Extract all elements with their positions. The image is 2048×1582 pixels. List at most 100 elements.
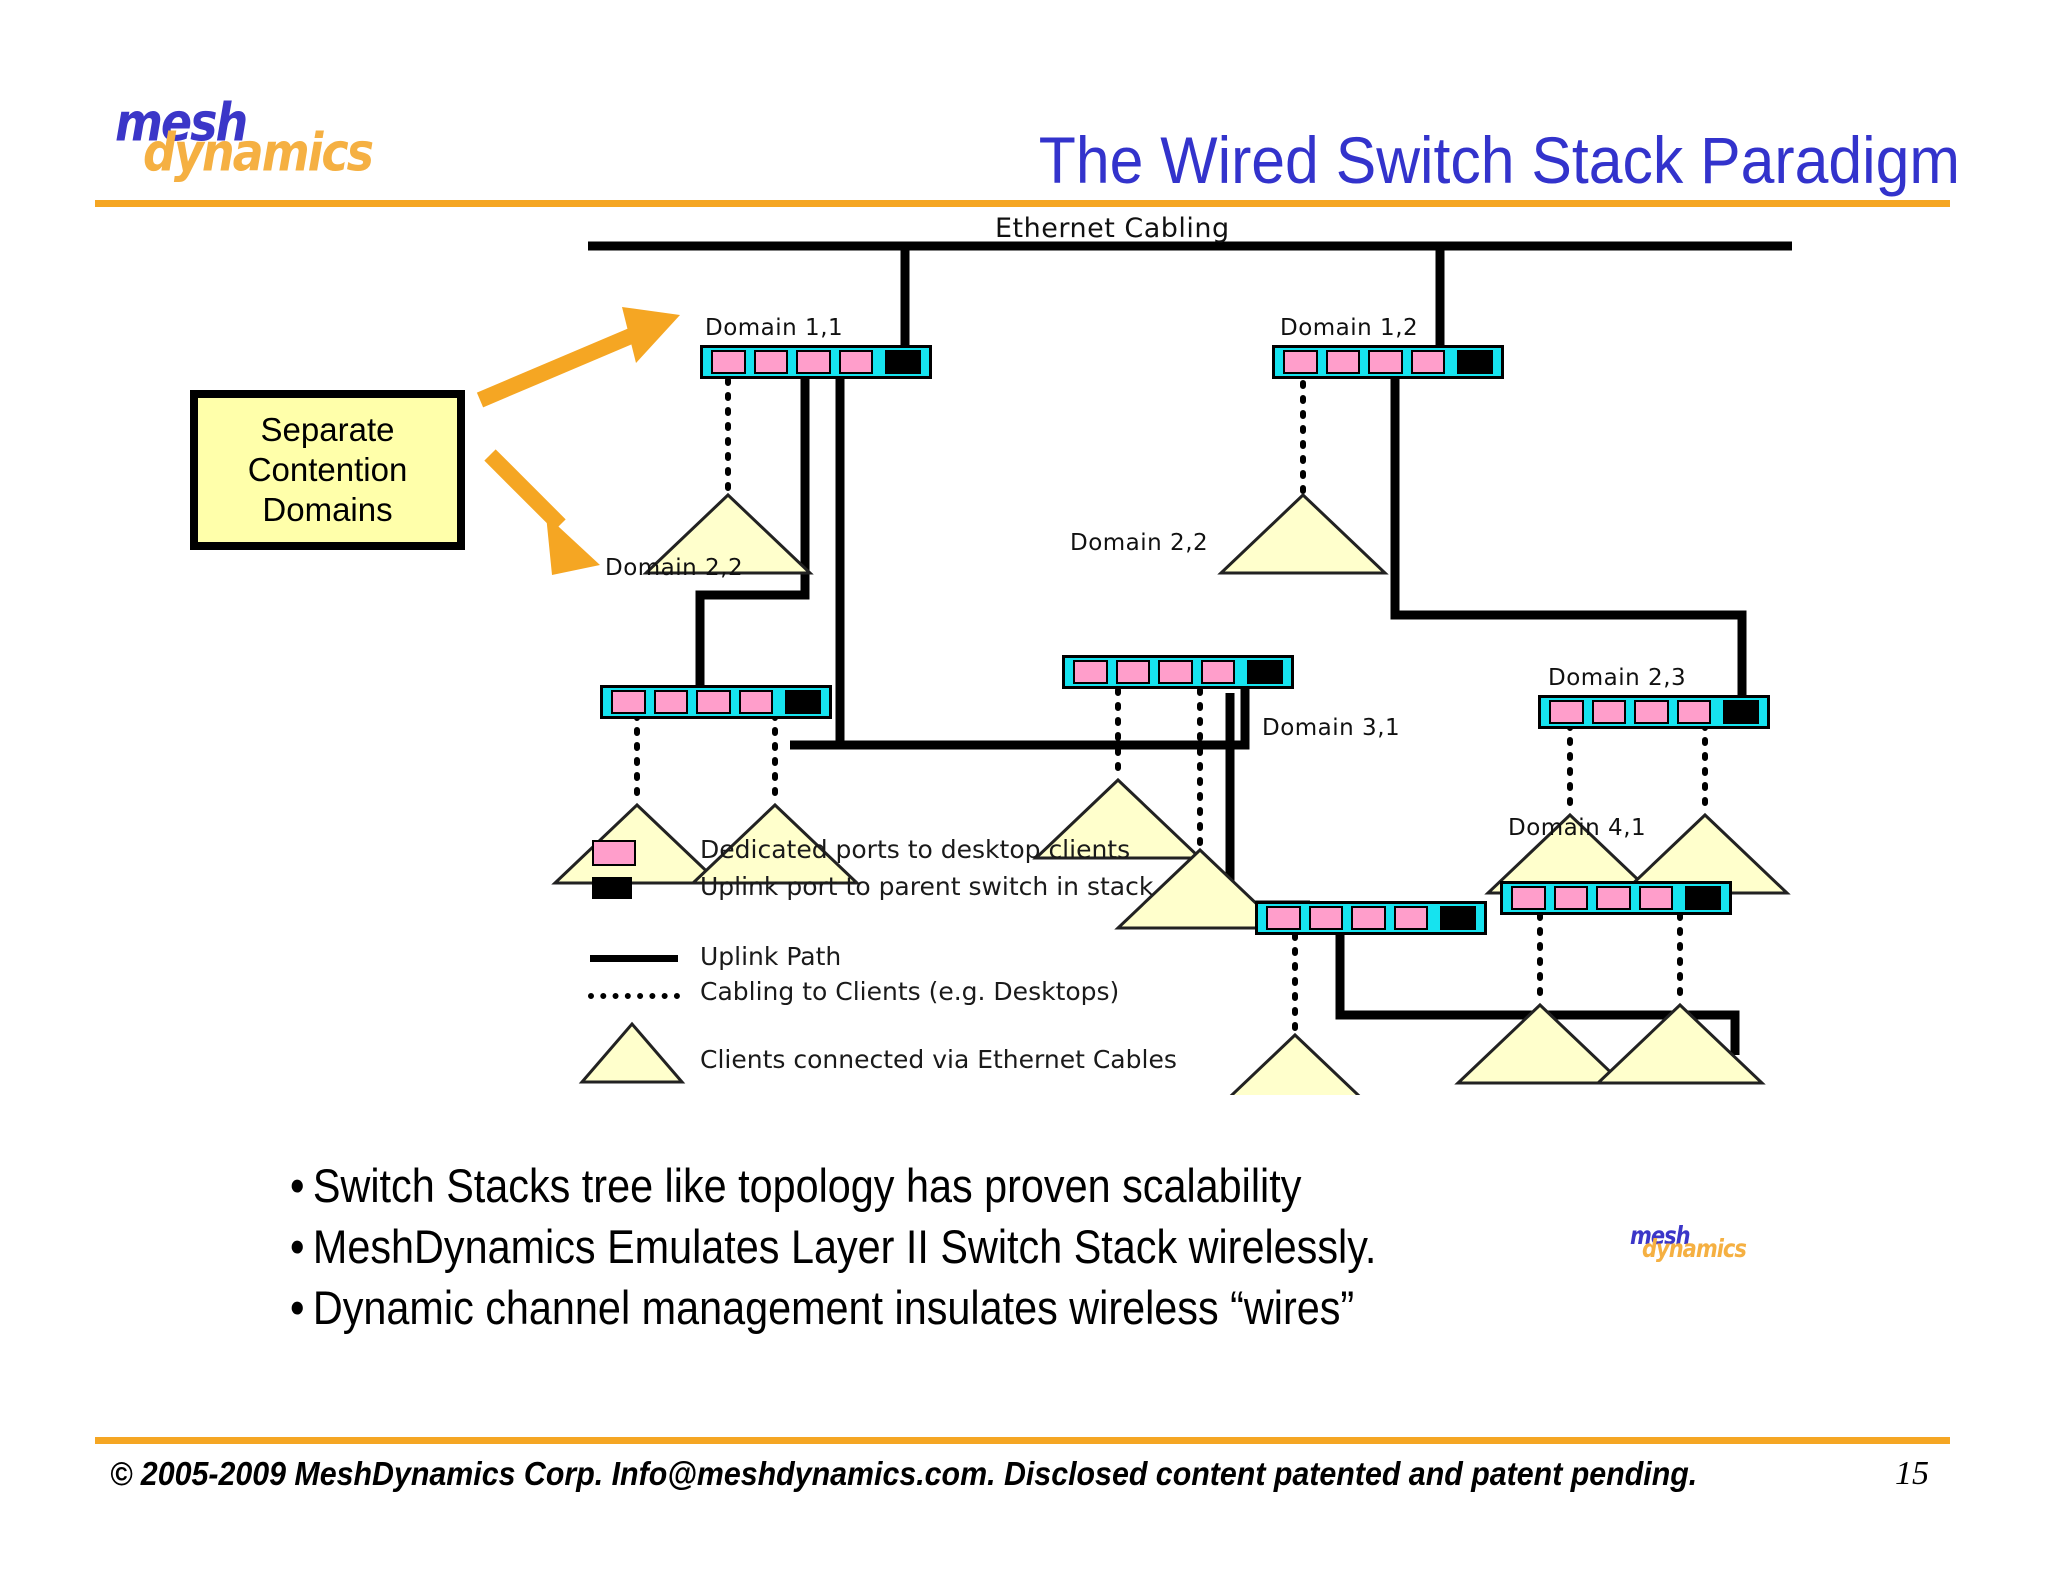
legend-label-dedicated-ports: Dedicated ports to desktop clients <box>700 835 1131 864</box>
bullet-marker: • <box>290 1159 305 1212</box>
uplink-port <box>885 350 921 374</box>
client-triangle <box>689 802 861 885</box>
uplink-d12-to-d23 <box>1390 375 1747 700</box>
client-port <box>1325 350 1361 374</box>
callout-line-1: Separate <box>260 410 395 448</box>
bullet-marker: • <box>290 1281 305 1335</box>
client-port <box>1200 660 1236 684</box>
client-triangle <box>1229 1032 1361 1095</box>
client-port <box>1634 700 1669 724</box>
legend-label-client-cabling: Cabling to Clients (e.g. Desktops) <box>700 977 1120 1006</box>
label-domain-1-2: Domain 1,2 <box>1280 315 1419 341</box>
client-triangle <box>1454 1002 1626 1085</box>
client-port <box>1158 660 1193 684</box>
client-port <box>1553 886 1589 910</box>
client-triangle <box>1114 847 1286 930</box>
label-domain-2-2-left: Domain 2,2 <box>605 555 744 581</box>
triangle-swatch <box>578 1021 686 1084</box>
dotted-line-swatch <box>588 993 680 999</box>
switch-domain-3-1[interactable] <box>1255 901 1487 935</box>
pink-port-swatch <box>592 840 636 866</box>
label-domain-3-1: Domain 3,1 <box>1262 715 1401 741</box>
client-port <box>1266 906 1301 930</box>
client-port <box>1073 660 1108 684</box>
arrow-shaft-upper <box>476 322 649 408</box>
footer-divider-rule <box>95 1437 1950 1444</box>
page-number: 15 <box>1895 1455 1929 1492</box>
callout-line-3: Domains <box>262 491 393 529</box>
client-port <box>1393 906 1429 930</box>
client-port <box>1308 906 1344 930</box>
legend-label-uplink-path: Uplink Path <box>700 942 842 971</box>
logo-text-dynamics: dynamics <box>143 121 374 184</box>
diagram-legend: Dedicated ports to desktop clients Uplin… <box>0 215 2048 1095</box>
corner-logo-text-mesh: mesh <box>1630 1221 1691 1250</box>
logo-text-mesh: mesh <box>115 91 248 154</box>
bullet-list: •Switch Stacks tree like topology has pr… <box>290 1155 1790 1338</box>
client-port <box>1511 886 1546 910</box>
client-port <box>1351 906 1386 930</box>
uplink-d11-to-d22center <box>840 680 1250 750</box>
bullet-text: Dynamic channel management insulates wir… <box>312 1281 1355 1335</box>
client-port <box>838 350 874 374</box>
uplink-path-group <box>588 241 1792 1055</box>
callout-line-2: Contention <box>247 450 408 488</box>
client-port <box>611 690 646 714</box>
client-port <box>1283 350 1318 374</box>
uplink-port <box>1457 350 1493 374</box>
arrow-head-lower <box>546 515 600 575</box>
switch-domain-1-2[interactable] <box>1272 345 1504 379</box>
client-port <box>796 350 831 374</box>
diagram-corner-logo: mesh dynamics <box>1630 1221 1760 1267</box>
client-port <box>1368 350 1403 374</box>
client-triangle <box>1032 777 1204 860</box>
header-divider-rule <box>95 200 1950 207</box>
client-port <box>753 350 789 374</box>
client-port <box>1549 700 1584 724</box>
client-triangle <box>1594 1002 1766 1085</box>
client-port <box>696 690 731 714</box>
client-port <box>1676 700 1712 724</box>
client-port <box>1115 660 1151 684</box>
switch-domain-1-1[interactable] <box>700 345 932 379</box>
bullet-text: MeshDynamics Emulates Layer II Switch St… <box>312 1220 1377 1274</box>
arrow-head-upper <box>622 307 680 363</box>
corner-logo-text-dynamics: dynamics <box>1642 1234 1747 1263</box>
uplink-port <box>1247 660 1283 684</box>
switch-domain-2-2-center[interactable] <box>1062 655 1294 689</box>
callout-separate-contention-domains: Separate Contention Domains <box>190 390 465 550</box>
label-domain-4-1: Domain 4,1 <box>1508 815 1647 841</box>
client-port <box>711 350 746 374</box>
legend-label-uplink-port: Uplink port to parent switch in stack <box>700 872 1154 901</box>
bullet-marker: • <box>290 1220 305 1274</box>
uplink-port <box>1723 700 1759 724</box>
switch-stack-diagram: Ethernet Cabling Domain 1,1 Domain 1,2 D… <box>0 213 2048 1263</box>
black-port-swatch <box>592 877 632 899</box>
client-triangle <box>642 492 814 575</box>
label-domain-1-1: Domain 1,1 <box>705 315 844 341</box>
arrow-shaft-lower <box>484 449 566 531</box>
uplink-port <box>785 690 821 714</box>
client-port <box>1410 350 1446 374</box>
uplink-port <box>1440 906 1476 930</box>
solid-line-swatch <box>590 955 678 962</box>
client-port <box>653 690 689 714</box>
bullet-text: Switch Stacks tree like topology has pro… <box>312 1159 1302 1212</box>
page-title: The Wired Switch Stack Paradigm <box>1038 123 1960 197</box>
client-port <box>1638 886 1674 910</box>
ethernet-cabling-label: Ethernet Cabling <box>995 213 1230 244</box>
switch-domain-2-2-left[interactable] <box>600 685 832 719</box>
switch-domain-4-1[interactable] <box>1500 881 1732 915</box>
client-port <box>738 690 774 714</box>
client-cabling-group <box>634 377 1708 1038</box>
legend-label-clients-connected: Clients connected via Ethernet Cables <box>700 1045 1177 1074</box>
callout-arrow-group <box>476 307 680 575</box>
uplink-port <box>1685 886 1721 910</box>
bullet-item: •Dynamic channel management insulates wi… <box>290 1277 1610 1338</box>
footer-copyright: © 2005-2009 MeshDynamics Corp. Info@mesh… <box>110 1455 1698 1492</box>
client-triangle <box>1217 492 1389 575</box>
client-port <box>1591 700 1627 724</box>
switch-domain-2-3[interactable] <box>1538 695 1770 729</box>
meshdynamics-logo: mesh dynamics <box>105 91 395 183</box>
